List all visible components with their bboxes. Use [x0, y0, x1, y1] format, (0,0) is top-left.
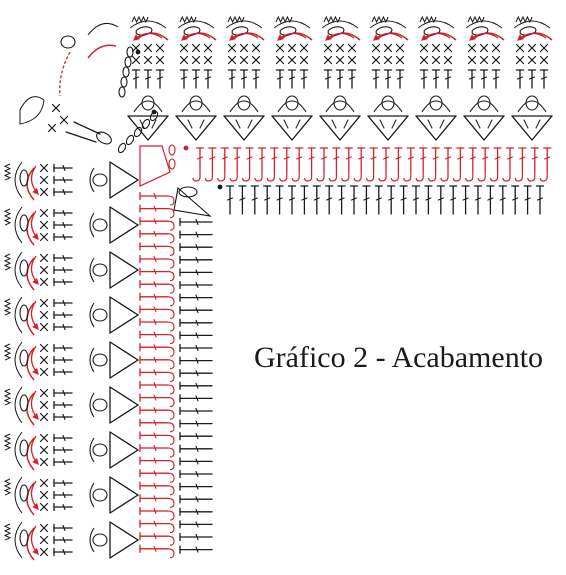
- fan-motif: [319, 15, 361, 141]
- fan-motif: [463, 15, 505, 141]
- fan-motif: [415, 15, 457, 141]
- top-edging: [127, 15, 553, 141]
- corner-fan: [19, 22, 159, 154]
- fan-motif: [3, 206, 139, 246]
- fan-motif: [3, 341, 139, 381]
- foundation-column-left: [139, 191, 175, 559]
- direction-arrows: [30, 32, 547, 555]
- left-edging: [3, 161, 139, 561]
- fan-motif: [271, 15, 313, 141]
- fan-motif: [175, 15, 217, 141]
- fan-motif: [511, 15, 553, 141]
- fan-motif: [3, 296, 139, 336]
- chart-caption: Gráfico 2 - Acabamento: [254, 341, 544, 374]
- fan-motif: [127, 15, 169, 141]
- foundation-row-top-inner: [173, 184, 545, 217]
- fan-motif: [3, 521, 139, 561]
- fan-motif: [367, 15, 409, 141]
- fan-motif: [3, 431, 139, 471]
- fan-motif: [3, 251, 139, 291]
- foundation-column-left-inner: [179, 217, 213, 554]
- fan-motif: [3, 161, 139, 201]
- foundation-row-top: [139, 144, 552, 187]
- fan-motif: [3, 386, 139, 426]
- fan-motif: [223, 15, 265, 141]
- fan-motif: [3, 476, 139, 516]
